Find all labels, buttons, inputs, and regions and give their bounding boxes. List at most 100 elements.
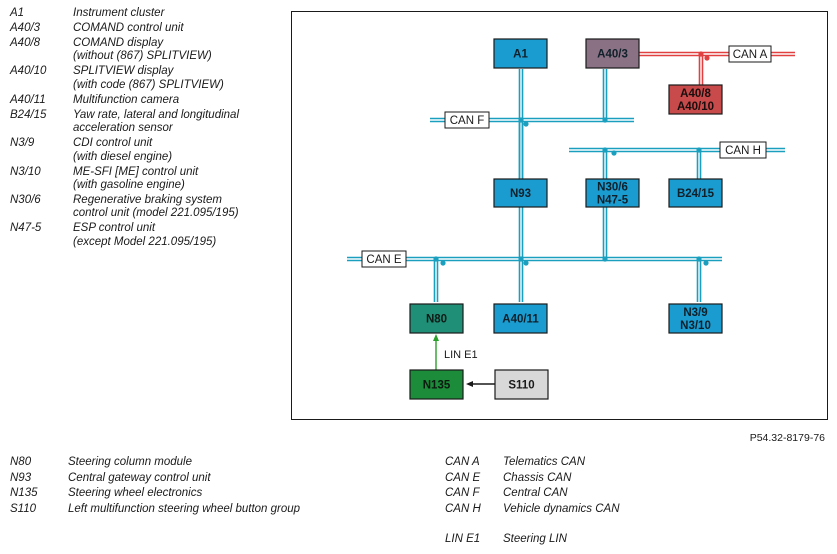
- legend-description: Multifunction camera: [73, 94, 290, 107]
- legend-description-line: COMAND display: [73, 37, 164, 49]
- legend-code: N80: [10, 456, 32, 468]
- legend-description-line: acceleration sensor: [73, 122, 173, 135]
- bus-junction: [611, 150, 617, 156]
- legend-item: A40/8 COMAND display(without (867) SPLITV…: [10, 37, 290, 64]
- legend-code: CAN F: [445, 487, 480, 499]
- ecu-label-n93: N93: [510, 188, 531, 200]
- legend-item: A40/3 COMAND control unit: [10, 22, 290, 35]
- ecu-n3-9: [668, 303, 723, 334]
- legend-description: Chassis CAN: [503, 471, 572, 484]
- bus-junction: [602, 256, 608, 262]
- legend-description: Steering wheel electronics: [68, 487, 203, 499]
- legend-item: A40/11 Multifunction camera: [10, 94, 290, 107]
- ecu-n30-6: [585, 178, 640, 208]
- legend-description: COMAND control unit: [73, 22, 290, 35]
- legend-code: B24/15: [10, 108, 47, 121]
- bus-junction: [523, 260, 529, 266]
- lin-e1-arrow: [433, 334, 439, 341]
- figure-reference: P54.32-8179-76: [749, 432, 825, 444]
- ecu-n80: [409, 303, 464, 334]
- legend-code: CAN E: [445, 471, 481, 484]
- ecu-n93: [493, 178, 548, 208]
- legend-spacer: [445, 517, 620, 532]
- bus-label-box: [728, 45, 772, 63]
- legend-item: N135 Steering wheel electronics: [10, 486, 300, 502]
- bus-junction: [523, 121, 529, 127]
- bus-label-can_f: CAN F: [450, 115, 485, 127]
- legend-code: A40/11: [10, 93, 46, 106]
- legend-code: CAN H: [445, 502, 481, 515]
- legend-description: SPLITVIEW display(with code (867) SPLITV…: [73, 65, 290, 92]
- legend-description-line: (without (867) SPLITVIEW): [73, 50, 212, 63]
- bus-label-can_a: CAN A: [733, 49, 768, 61]
- bus-junction: [433, 256, 439, 262]
- legend-code: A40/8: [10, 37, 41, 49]
- bus-label-box: [444, 111, 490, 129]
- legend-code: A40/3: [10, 22, 41, 34]
- legend-item: A40/10 SPLITVIEW display(with code (867) …: [10, 65, 290, 92]
- legend-description-line: (with code (867) SPLITVIEW): [73, 78, 224, 91]
- legend-description-line: Yaw rate, lateral and longitudinal: [73, 108, 240, 121]
- ecu-a40-3: [585, 38, 640, 69]
- legend-description: Instrument cluster: [73, 7, 290, 20]
- bus-junction: [602, 117, 608, 123]
- ecu-label-a1: A1: [513, 49, 528, 61]
- bus-junction: [704, 55, 710, 61]
- legend-description-line: COMAND control unit: [73, 22, 184, 34]
- ecu-n135: [409, 369, 464, 400]
- legend-item: CAN E Chassis CAN: [445, 471, 620, 487]
- bus-junction: [440, 260, 446, 266]
- bus-junction: [602, 147, 608, 153]
- bus-label-box: [361, 250, 407, 268]
- legend-description: Central CAN: [503, 487, 568, 499]
- legend-description: Left multifunction steering wheel button…: [68, 502, 301, 515]
- ecu-label-a40-3: A40/3: [597, 49, 628, 61]
- legend-description-line: (except Model 221.095/195): [73, 235, 217, 248]
- bus-junction: [703, 260, 709, 266]
- legend-description-line: Regenerative braking system: [73, 194, 222, 207]
- legend-description: ESP control unit(except Model 221.095/19…: [73, 222, 290, 249]
- ecu-label-n30-6: N47-5: [597, 195, 629, 207]
- ecu-a40-11: [493, 303, 548, 334]
- legend-code: A40/10: [10, 65, 47, 78]
- legend-description: COMAND display(without (867) SPLITVIEW): [73, 37, 290, 64]
- ecu-label-n80: N80: [426, 314, 447, 326]
- legend-item: B24/15 Yaw rate, lateral and longitudinal…: [10, 109, 290, 136]
- bus-junction: [696, 147, 702, 153]
- ecu-a1: [493, 38, 548, 69]
- legend-description: Steering LIN: [503, 533, 567, 545]
- legend-item: CAN F Central CAN: [445, 486, 620, 502]
- legend-description-line: Instrument cluster: [73, 7, 165, 19]
- legend-description: CDI control unit(with diesel engine): [73, 137, 290, 164]
- legend-description-line: (with diesel engine): [73, 150, 173, 163]
- bus-junction: [698, 51, 704, 57]
- legend-description-line: Multifunction camera: [73, 93, 180, 106]
- ecu-label-a40-11: A40/11: [502, 314, 539, 326]
- legend-description-line: ME-SFI [ME] control unit: [73, 165, 199, 178]
- legend-code: N135: [10, 487, 38, 499]
- legend-description: Telematics CAN: [503, 456, 586, 468]
- ecu-label-n3-9: N3/10: [680, 320, 711, 332]
- legend-description-line: (with gasoline engine): [73, 179, 185, 192]
- legend-description: Central gateway control unit: [68, 471, 211, 484]
- bus-label-box: [719, 141, 767, 159]
- legend-description-line: control unit (model 221.095/195): [73, 207, 239, 220]
- legend-description: ME-SFI [ME] control unit(with gasoline e…: [73, 166, 290, 193]
- ecu-label-a40-8: A40/10: [677, 101, 714, 113]
- ecu-label-s110: S110: [508, 380, 534, 392]
- legend-description-line: CDI control unit: [73, 137, 153, 150]
- lin-e1-label: LIN E1: [444, 349, 478, 361]
